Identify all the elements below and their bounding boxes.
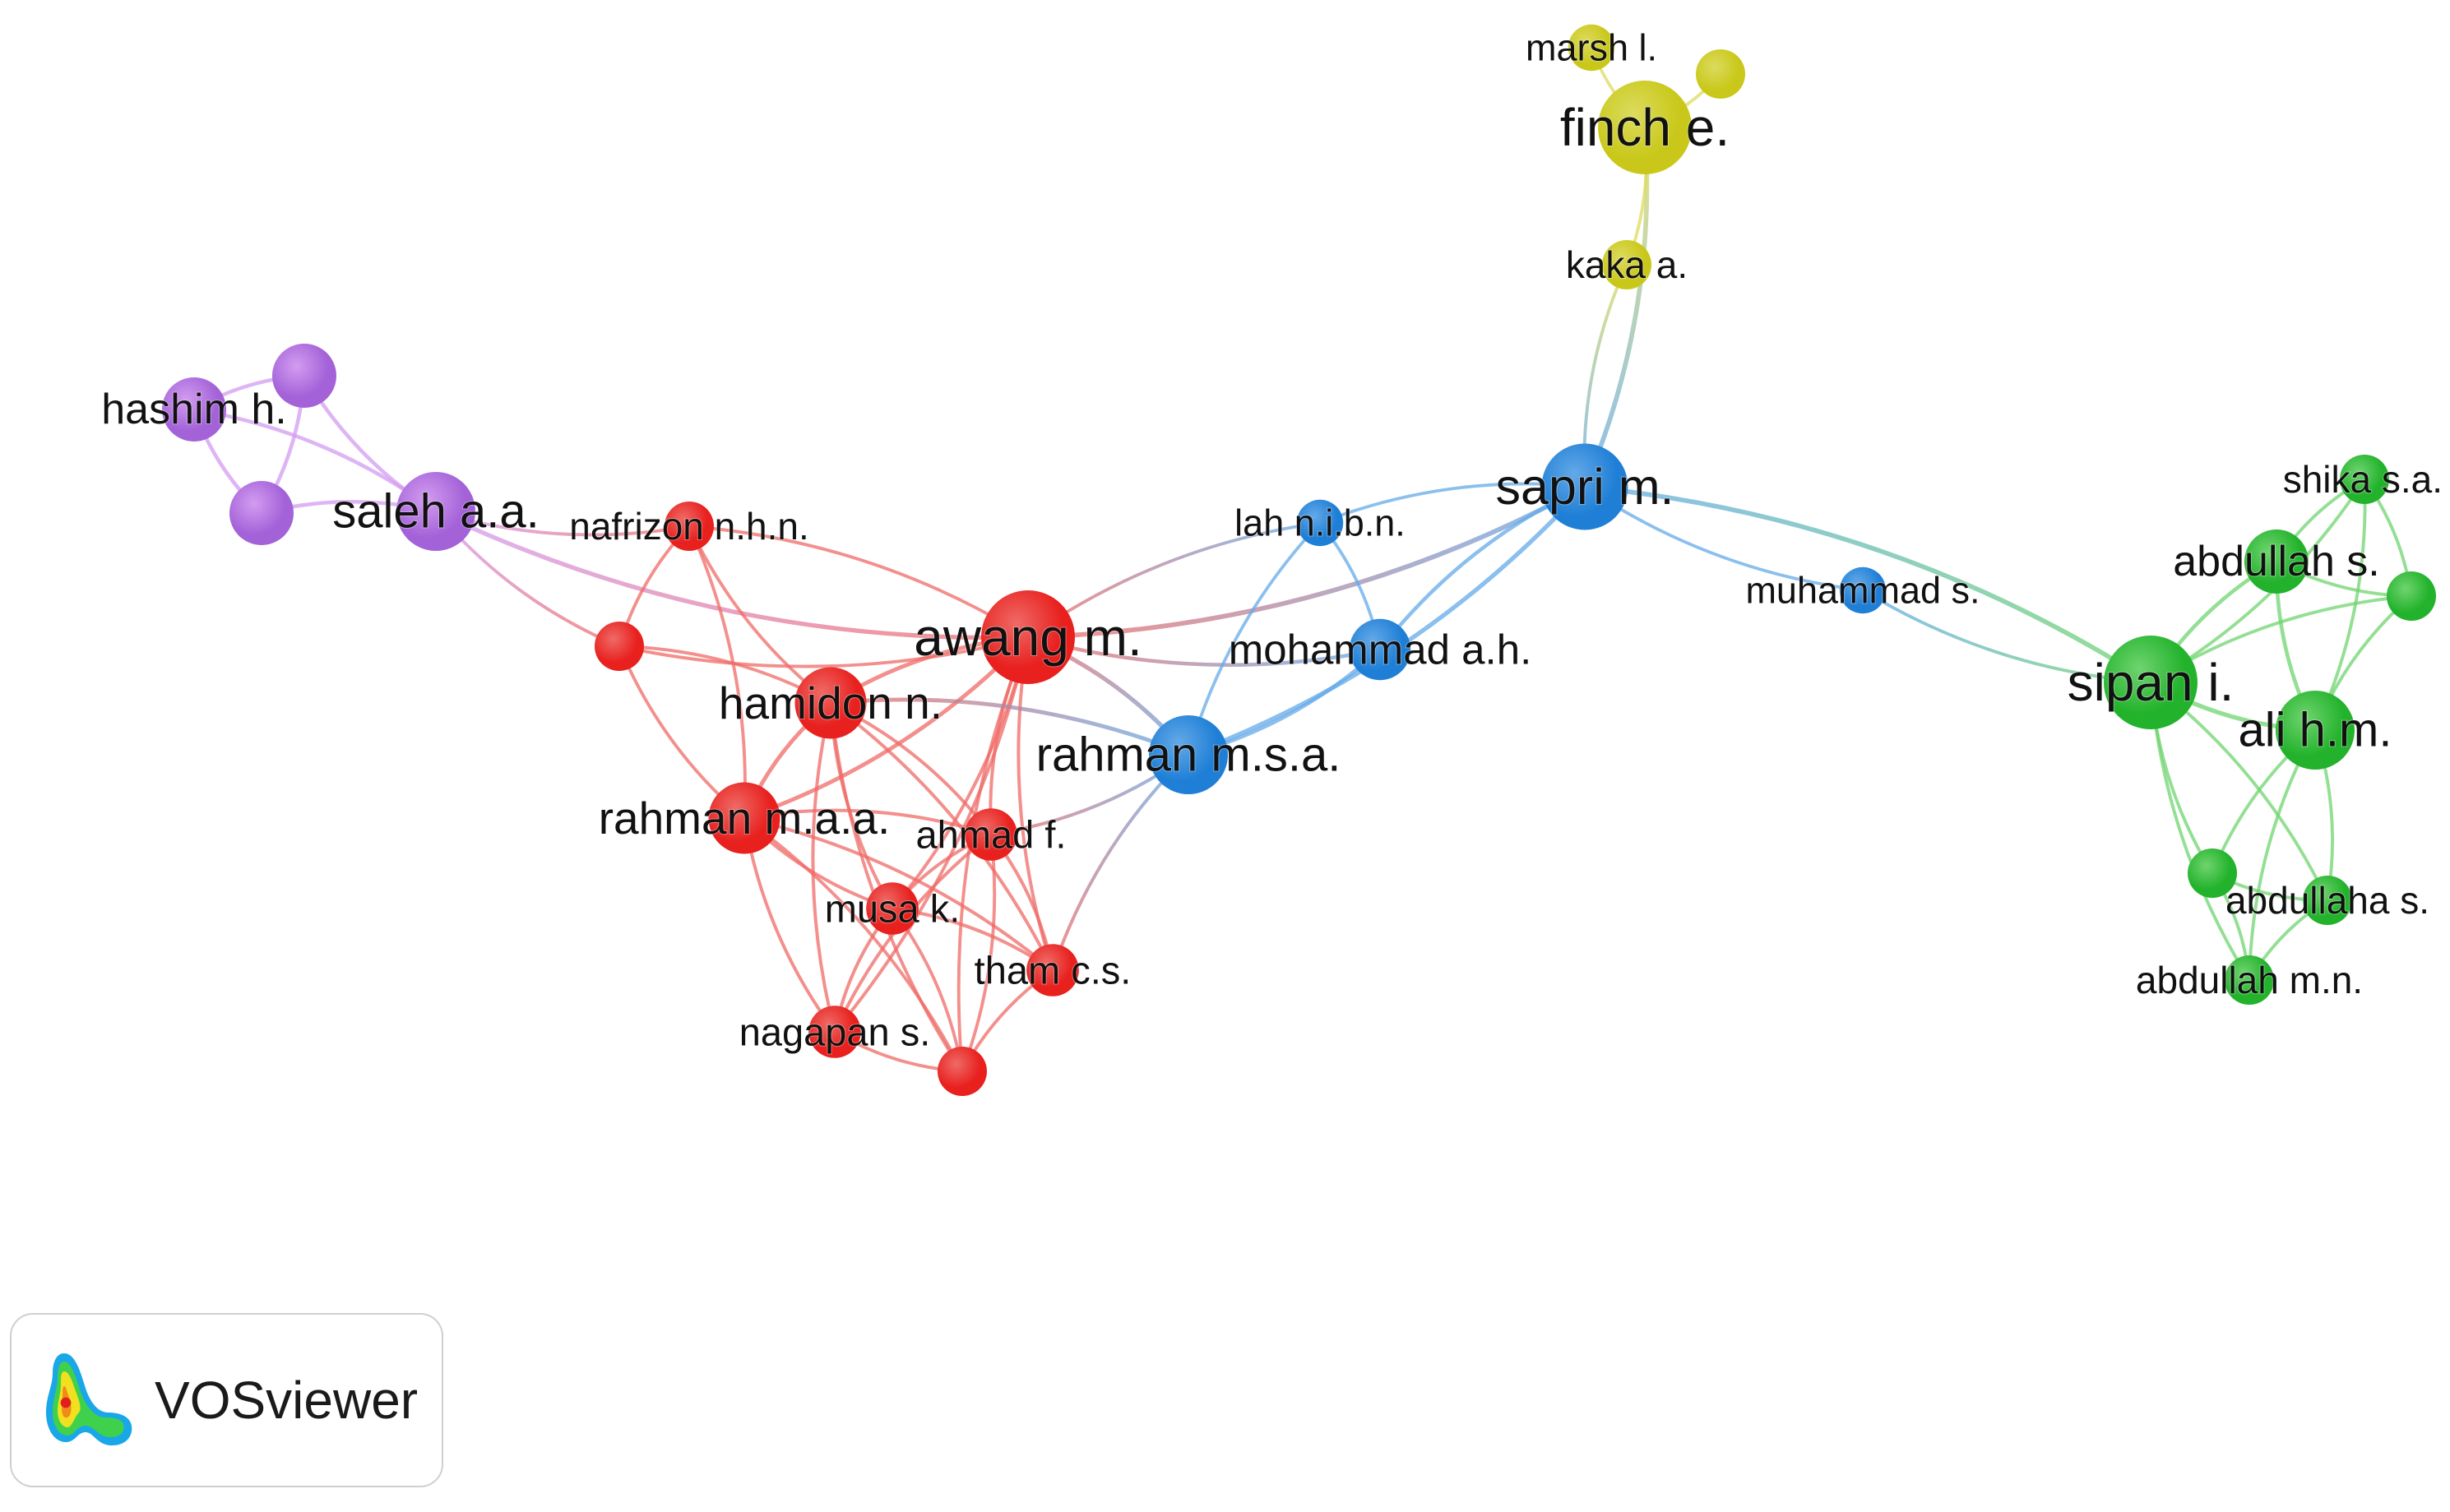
node-saleh-a-a[interactable] bbox=[396, 472, 475, 551]
label-nagapan-s: nagapan s. bbox=[739, 1010, 931, 1054]
node-purple-unlabeled-1[interactable] bbox=[272, 344, 336, 408]
edge-awang-m--red-unlabeled-2 bbox=[956, 636, 1030, 1072]
node-muhammad-s[interactable] bbox=[1839, 566, 1887, 614]
node-purple-unlabeled-2[interactable] bbox=[229, 481, 294, 545]
edge-sapri-m--finch-e bbox=[1582, 127, 1650, 488]
node-rahman-m-s-a[interactable] bbox=[1149, 715, 1228, 794]
node-nagapan-s[interactable] bbox=[808, 1006, 861, 1058]
node-tham-c-s[interactable] bbox=[1026, 944, 1079, 996]
node-green-unlabeled-1[interactable] bbox=[2387, 571, 2436, 621]
label-marsh-l: marsh l. bbox=[1526, 27, 1657, 69]
label-nafrizon-n-h-n: nafrizon n.h.n. bbox=[569, 505, 809, 548]
node-marsh-l[interactable] bbox=[1568, 24, 1615, 72]
node-lah-n-i-b-n[interactable] bbox=[1296, 499, 1344, 547]
node-nafrizon-n-h-n[interactable] bbox=[665, 502, 714, 551]
edge-awang-m--nafrizon-n-h-n bbox=[688, 525, 1030, 639]
edge-rahman-m-a-a--red-unlabeled-2 bbox=[743, 816, 964, 1072]
node-sipan-i[interactable] bbox=[2104, 636, 2198, 729]
node-kaka-a[interactable] bbox=[1602, 240, 1651, 289]
edge-awang-m--sapri-m bbox=[1027, 484, 1586, 640]
labels-layer: awang m. hamidon n. rahman m.a.a. ahmad f. m… bbox=[100, 26, 2443, 1055]
node-hashim-h[interactable] bbox=[162, 377, 226, 442]
label-abdullah-m-n: abdullah m.n. bbox=[2136, 959, 2363, 1001]
node-ahmad-f[interactable] bbox=[965, 808, 1017, 861]
node-green-unlabeled-2[interactable] bbox=[2188, 848, 2237, 898]
edge-hamidon-n--tham-c-s bbox=[829, 701, 1054, 971]
node-musa-k[interactable] bbox=[866, 882, 919, 935]
label-tham-c-s: tham c.s. bbox=[975, 949, 1132, 992]
label-mohammad-a-h: mohammad a.h. bbox=[1229, 627, 1532, 673]
edge-ahmad-f--red-unlabeled-2 bbox=[961, 834, 997, 1072]
label-ali-h-m: ali h.m. bbox=[2239, 704, 2392, 757]
vosviewer-logo-icon bbox=[46, 1353, 132, 1445]
label-shika-s-a: shika s.a. bbox=[2283, 458, 2443, 501]
edge-awang-m--nagapan-s bbox=[833, 636, 1030, 1033]
label-saleh-a-a: saleh a.a. bbox=[332, 485, 540, 539]
label-abdullah-s: abdullah s. bbox=[2173, 538, 2380, 585]
label-sipan-i: sipan i. bbox=[2068, 653, 2235, 712]
label-rahman-m-s-a: rahman m.s.a. bbox=[1036, 728, 1341, 782]
node-yellow-unlabeled-1[interactable] bbox=[1696, 49, 1745, 99]
label-lah-n-i-b-n: lah n.i.b.n. bbox=[1234, 502, 1406, 544]
node-abdullah-s[interactable] bbox=[2244, 529, 2309, 594]
label-abdullaha-s: abdullaha s. bbox=[2225, 879, 2429, 922]
node-mohammad-a-h[interactable] bbox=[1349, 618, 1411, 681]
node-abdullaha-s[interactable] bbox=[2303, 876, 2352, 925]
label-rahman-m-a-a: rahman m.a.a. bbox=[599, 793, 891, 844]
node-finch-e[interactable] bbox=[1598, 81, 1692, 174]
vosviewer-logo-text: VOSviewer bbox=[155, 1371, 419, 1430]
node-sapri-m[interactable] bbox=[1541, 443, 1628, 530]
node-ali-h-m[interactable] bbox=[2276, 691, 2355, 770]
edge-hamidon-n--rahman-m-s-a bbox=[830, 697, 1189, 757]
edge-awang-m--tham-c-s bbox=[1017, 636, 1054, 971]
node-red-unlabeled-2[interactable] bbox=[938, 1047, 987, 1096]
node-shika-s-a[interactable] bbox=[2340, 455, 2389, 504]
edge-awang-m--red-unlabeled-1 bbox=[618, 636, 1029, 668]
vosviewer-logo-box: VOSviewer bbox=[10, 1313, 443, 1487]
label-hamidon-n: hamidon n. bbox=[719, 677, 942, 728]
node-red-unlabeled-1[interactable] bbox=[595, 622, 644, 671]
edges-layer bbox=[192, 47, 2413, 1073]
edge-hamidon-n--nagapan-s bbox=[811, 702, 836, 1033]
node-rahman-m-a-a[interactable] bbox=[708, 782, 780, 854]
edge-awang-m--saleh-a-a bbox=[434, 509, 1029, 640]
node-awang-m[interactable] bbox=[981, 590, 1075, 684]
edge-rahman-m-a-a--nafrizon-n-h-n bbox=[688, 525, 747, 819]
nodes-layer bbox=[162, 24, 2436, 1096]
label-musa-k: musa k. bbox=[825, 887, 961, 931]
label-muhammad-s: muhammad s. bbox=[1745, 570, 1980, 612]
label-sapri-m: sapri m. bbox=[1496, 459, 1674, 515]
label-finch-e: finch e. bbox=[1560, 98, 1730, 157]
label-hashim-h: hashim h. bbox=[101, 386, 286, 433]
node-abdullah-m-n[interactable] bbox=[2225, 955, 2274, 1005]
edge-awang-m--mohammad-a-h bbox=[1027, 635, 1381, 667]
label-ahmad-f: ahmad f. bbox=[916, 813, 1067, 857]
edge-rahman-m-a-a--tham-c-s bbox=[743, 816, 1054, 972]
label-awang-m: awang m. bbox=[914, 608, 1142, 667]
label-kaka-a: kaka a. bbox=[1566, 243, 1688, 286]
edge-sapri-m--sipan-i bbox=[1584, 484, 2152, 685]
edge-sipan-i--abdullah-m-n bbox=[2149, 682, 2251, 982]
node-hamidon-n[interactable] bbox=[794, 667, 867, 739]
